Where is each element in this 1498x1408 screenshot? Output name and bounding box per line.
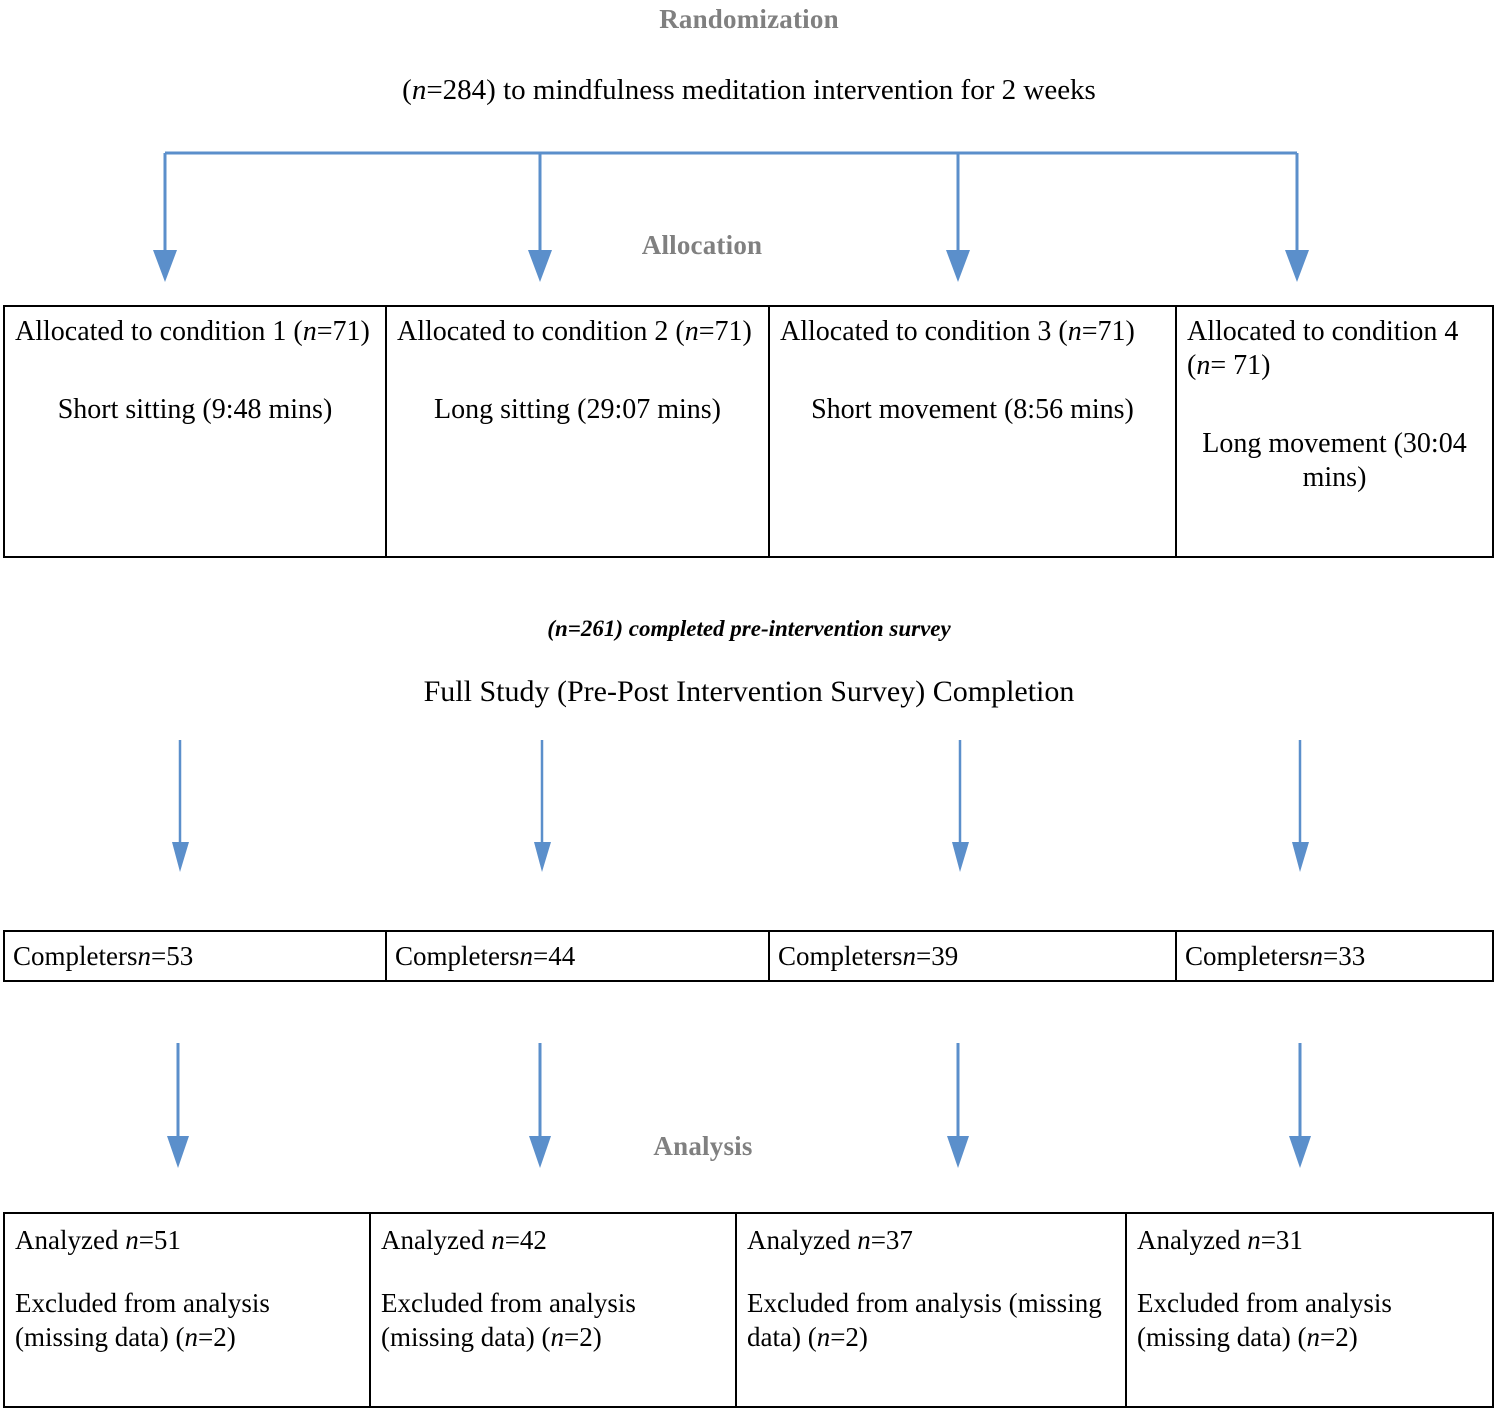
allocation-cell-3-detail: Short movement (8:56 mins) — [811, 394, 1134, 426]
analysis-cell-1-excluded-prefix: Excluded from analysis (missing data) ( — [15, 1288, 270, 1352]
allocation-cell-4-title: Allocated to condition 4 (n= 71) — [1187, 315, 1482, 383]
pre-intervention-survey-line: (n=261) completed pre-intervention surve… — [547, 616, 951, 641]
analysis-cell-1: Analyzed n=51 Excluded from analysis (mi… — [5, 1214, 371, 1406]
analysis-cell-2-analyzed-label: Analyzed — [381, 1225, 492, 1255]
completers-cell-1: Completers n=53 — [5, 932, 387, 980]
allocation-cell-1-title-n: n — [302, 316, 317, 347]
allocation-cell-4-title-prefix: Allocated to condition 4 ( — [1187, 316, 1459, 382]
allocation-box-row: Allocated to condition 1 (n=71) Short si… — [3, 305, 1494, 558]
completers-cell-1-value: =53 — [150, 940, 194, 971]
arrowheads-to-completers — [172, 842, 1309, 872]
allocation-cell-1-title-prefix: Allocated to condition 1 ( — [15, 316, 303, 347]
allocation-cell-1: Allocated to condition 1 (n=71) Short si… — [5, 307, 387, 556]
analysis-cell-4-analyzed-label: Analyzed — [1137, 1225, 1248, 1255]
completers-cell-4-label: Completers — [1185, 940, 1310, 971]
analysis-cell-1-analyzed-label: Analyzed — [15, 1225, 126, 1255]
analysis-cell-2-analyzed: Analyzed n=42 — [381, 1224, 723, 1257]
analysis-cell-3-excluded-prefix: Excluded from analysis (missing data) ( — [747, 1288, 1102, 1352]
analysis-cell-3-analyzed: Analyzed n=37 — [747, 1224, 1113, 1257]
analysis-cell-1-analyzed: Analyzed n=51 — [15, 1224, 357, 1257]
analysis-cell-1-excluded-n: n — [184, 1321, 198, 1352]
completers-cell-2-n: n — [519, 940, 533, 971]
analysis-cell-1-analyzed-n: n — [125, 1225, 139, 1255]
allocation-cell-2-detail: Long sitting (29:07 mins) — [434, 394, 721, 426]
arrows-to-completers — [178, 740, 1302, 848]
completers-cell-3-n: n — [902, 940, 916, 971]
allocation-cell-1-detail: Short sitting (9:48 mins) — [57, 394, 333, 426]
analysis-cell-2-excluded-prefix: Excluded from analysis (missing data) ( — [381, 1288, 636, 1352]
allocation-cell-2-title-suffix: =71) — [698, 316, 752, 347]
analysis-cell-3-excluded-n: n — [816, 1321, 831, 1352]
allocation-cell-2-title: Allocated to condition 2 (n=71) — [397, 315, 758, 349]
analysis-cell-4-analyzed: Analyzed n=31 — [1137, 1224, 1480, 1257]
completers-cell-2-label: Completers — [395, 940, 520, 971]
completers-cell-4-n: n — [1309, 940, 1323, 971]
analysis-cell-3-analyzed-value: =37 — [870, 1225, 913, 1255]
completers-cell-4: Completers n=33 — [1177, 932, 1492, 980]
completers-cell-2: Completers n=44 — [387, 932, 770, 980]
analysis-cell-3-excluded-suffix: =2) — [830, 1321, 868, 1352]
analysis-cell-4-analyzed-value: =31 — [1260, 1225, 1303, 1255]
enrollment-line: (n=284) to mindfulness meditation interv… — [0, 74, 1498, 107]
completers-cell-3-label: Completers — [778, 940, 903, 971]
allocation-cell-2-title-n: n — [684, 316, 699, 347]
arrows-to-analysis — [176, 1043, 1302, 1140]
analysis-cell-4-analyzed-n: n — [1247, 1225, 1261, 1255]
allocation-cell-2-title-prefix: Allocated to condition 2 ( — [397, 316, 685, 347]
allocation-cell-1-title-suffix: =71) — [316, 316, 370, 347]
randomization-title-text: Randomization — [659, 4, 839, 34]
completers-box-row: Completers n=53 Completers n=44 Complete… — [3, 930, 1494, 982]
allocation-cell-1-title: Allocated to condition 1 (n=71) — [15, 315, 375, 349]
analysis-cell-2: Analyzed n=42 Excluded from analysis (mi… — [371, 1214, 737, 1406]
allocation-cell-2: Allocated to condition 2 (n=71) Long sit… — [387, 307, 770, 556]
enrollment-n-italic: n — [411, 74, 427, 106]
allocation-cell-4-detail: Long movement (30:04 mins) — [1202, 428, 1467, 494]
allocation-cell-3: Allocated to condition 3 (n=71) Short mo… — [770, 307, 1177, 556]
stage-label-allocation: Allocation — [641, 230, 763, 260]
analysis-box-row: Analyzed n=51 Excluded from analysis (mi… — [3, 1212, 1494, 1408]
analysis-cell-4-excluded-n: n — [1306, 1321, 1320, 1352]
analysis-cell-1-excluded: Excluded from analysis (missing data) (n… — [15, 1287, 357, 1354]
analysis-cell-4-excluded-suffix: =2) — [1319, 1321, 1358, 1352]
analysis-cell-3-analyzed-label: Analyzed — [747, 1225, 858, 1255]
analysis-cell-4-excluded-prefix: Excluded from analysis (missing data) ( — [1137, 1288, 1392, 1352]
analysis-cell-2-excluded-n: n — [550, 1321, 564, 1352]
analysis-cell-3-excluded: Excluded from analysis (missing data) (n… — [747, 1287, 1113, 1354]
full-study-completion-line: Full Study (Pre-Post Intervention Survey… — [423, 675, 1075, 708]
allocation-cell-3-title-suffix: =71) — [1081, 316, 1135, 347]
enrollment-rest-text: =284) to mindfulness meditation interven… — [426, 74, 1096, 106]
analysis-cell-4-excluded: Excluded from analysis (missing data) (n… — [1137, 1287, 1480, 1354]
allocation-cell-3-title-n: n — [1067, 316, 1082, 347]
completers-cell-3-value: =39 — [915, 940, 959, 971]
analysis-cell-3: Analyzed n=37 Excluded from analysis (mi… — [737, 1214, 1127, 1406]
analysis-cell-2-excluded: Excluded from analysis (missing data) (n… — [381, 1287, 723, 1354]
completers-cell-2-value: =44 — [532, 940, 576, 971]
stage-label-analysis: Analysis — [653, 1131, 753, 1161]
allocation-cell-4-title-n: n — [1196, 350, 1211, 382]
stage-label-randomization: Randomization — [0, 2, 1498, 36]
completers-cell-1-n: n — [137, 940, 151, 971]
completers-cell-3: Completers n=39 — [770, 932, 1177, 980]
completers-cell-4-value: =33 — [1322, 940, 1366, 971]
enrollment-paren-open: ( — [402, 74, 412, 106]
completers-cell-1-label: Completers — [13, 940, 138, 971]
allocation-cell-3-title-prefix: Allocated to condition 3 ( — [780, 316, 1068, 347]
analysis-cell-1-analyzed-value: =51 — [138, 1225, 181, 1255]
analysis-cell-3-analyzed-n: n — [857, 1225, 871, 1255]
allocation-cell-4-title-suffix: = 71) — [1210, 350, 1271, 382]
allocation-cell-3-title: Allocated to condition 3 (n=71) — [780, 315, 1165, 349]
analysis-cell-2-analyzed-n: n — [491, 1225, 505, 1255]
analysis-cell-2-excluded-suffix: =2) — [563, 1321, 602, 1352]
analysis-cell-4: Analyzed n=31 Excluded from analysis (mi… — [1127, 1214, 1492, 1406]
analysis-cell-1-excluded-suffix: =2) — [197, 1321, 236, 1352]
analysis-cell-2-analyzed-value: =42 — [504, 1225, 547, 1255]
allocation-cell-4: Allocated to condition 4 (n= 71) Long mo… — [1177, 307, 1492, 556]
